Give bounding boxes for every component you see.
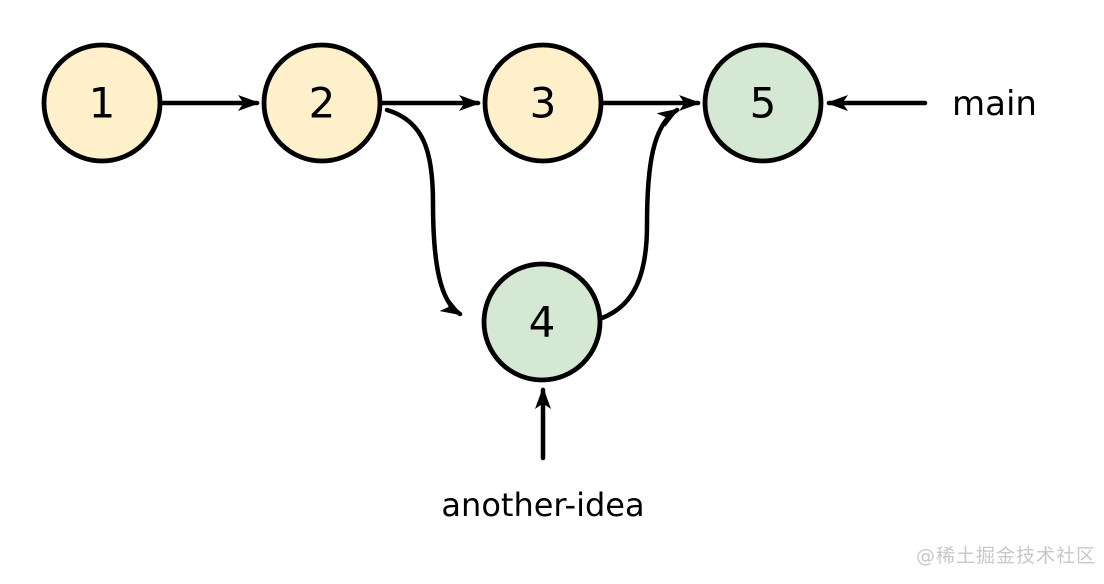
commit-label-1: 1	[89, 79, 116, 128]
branch-label-main: main	[952, 84, 1037, 124]
commit-circle-4	[481, 261, 603, 383]
branch-label-another-idea: another-idea	[441, 486, 644, 524]
commit-circle-2	[261, 42, 383, 164]
commit-node-5: 5	[702, 42, 824, 164]
commit-label-4: 4	[529, 298, 556, 347]
commit-circle-1	[41, 42, 163, 164]
commit-node-2: 2	[261, 42, 383, 164]
edges-layer	[160, 95, 701, 321]
commit-label-3: 3	[530, 79, 557, 128]
commit-node-1: 1	[41, 42, 163, 164]
commit-node-4: 4	[481, 261, 603, 383]
commit-label-2: 2	[309, 79, 336, 128]
commit-node-3: 3	[482, 42, 604, 164]
edge-4-to-5	[599, 107, 680, 321]
branch-labels-layer: main another-idea	[441, 84, 1037, 524]
commit-circle-5	[702, 42, 824, 164]
commit-label-5: 5	[750, 79, 777, 128]
commit-circle-3	[482, 42, 604, 164]
watermark: @稀土掘金技术社区	[915, 545, 1096, 567]
edge-2-to-4	[384, 107, 463, 317]
nodes-layer: 1 2 3 5 4	[41, 42, 824, 383]
